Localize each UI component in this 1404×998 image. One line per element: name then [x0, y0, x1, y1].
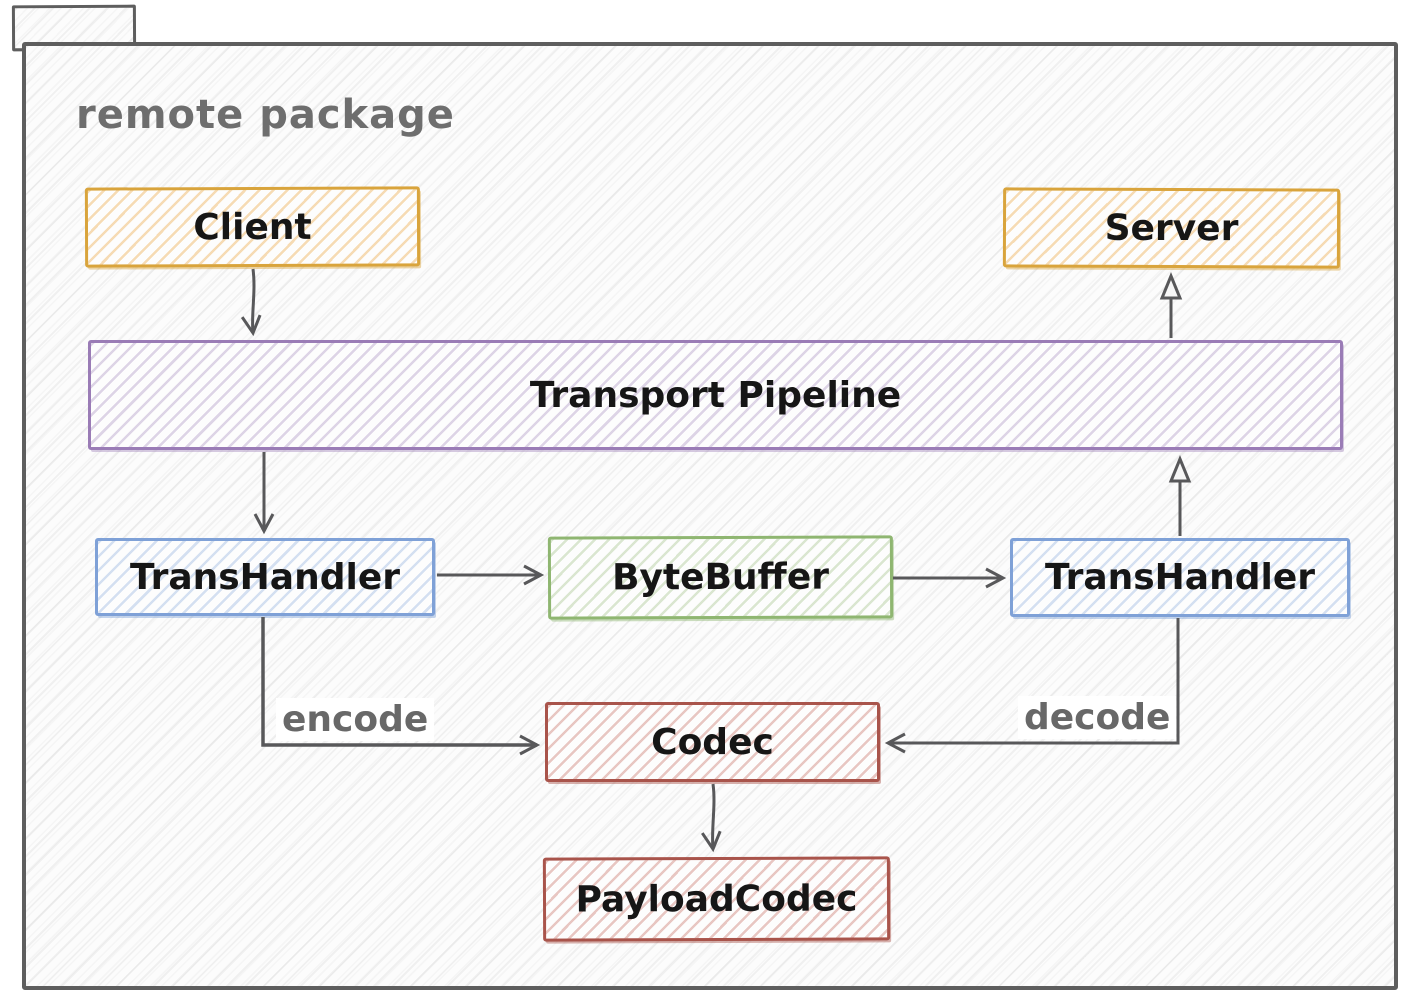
node-server-label: Server: [1104, 207, 1239, 249]
node-bytebuffer-label: ByteBuffer: [611, 556, 830, 599]
node-transhandler-left-label: TransHandler: [129, 556, 401, 598]
node-transhandler-right: TransHandler: [1010, 538, 1350, 617]
node-codec: Codec: [545, 702, 880, 782]
edge-label-encode: encode: [276, 698, 435, 742]
node-transport-pipeline-label: Transport Pipeline: [529, 374, 902, 416]
node-payloadcodec-label: PayloadCodec: [575, 878, 858, 920]
node-transhandler-left: TransHandler: [95, 538, 435, 616]
node-server: Server: [1002, 187, 1341, 269]
node-payloadcodec: PayloadCodec: [542, 856, 891, 942]
node-bytebuffer: ByteBuffer: [547, 535, 894, 620]
package-frame: [22, 42, 1398, 990]
package-title: remote package: [76, 92, 455, 138]
edge-label-decode: decode: [1018, 696, 1177, 740]
node-client: Client: [84, 186, 421, 268]
node-transport-pipeline: Transport Pipeline: [88, 340, 1343, 450]
node-codec-label: Codec: [651, 721, 774, 763]
node-transhandler-right-label: TransHandler: [1044, 557, 1316, 598]
node-client-label: Client: [193, 206, 312, 248]
